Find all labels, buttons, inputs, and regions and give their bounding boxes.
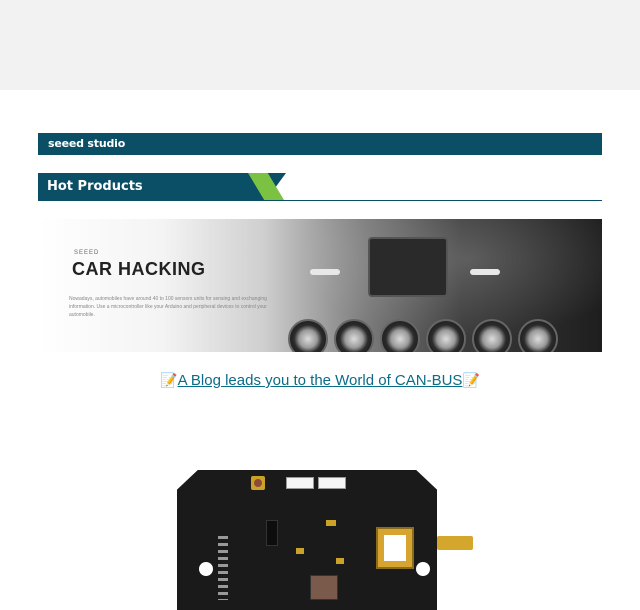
hot-products-title: Hot Products	[47, 179, 143, 194]
seeed-studio-logo: seeed studio	[48, 137, 126, 150]
dashboard-dial	[472, 319, 512, 352]
module-label	[384, 535, 406, 561]
banner-title: CAR HACKING	[72, 259, 206, 279]
mounting-hole	[416, 562, 430, 576]
board-chip	[266, 520, 278, 546]
dashboard-dial	[426, 319, 466, 352]
banner-brand-small: SEEED	[74, 250, 100, 256]
dashboard-dial	[518, 319, 558, 352]
board-pad	[336, 558, 344, 564]
banner-description: Nowadays, automobiles have around 40 to …	[69, 296, 267, 318]
board-antenna-connector	[437, 536, 473, 550]
dashboard-dial	[380, 319, 420, 352]
blog-link-line: 📝A Blog leads you to the World of CAN-BU…	[0, 372, 640, 389]
memo-icon: 📝	[462, 372, 480, 388]
seeed-studio-brand-bar: seeed studio	[38, 133, 602, 155]
dashboard-vent-right	[470, 269, 500, 275]
board-pin-header	[218, 536, 228, 600]
board-pad	[296, 548, 304, 554]
hot-products-header: Hot Products	[38, 173, 602, 201]
dashboard-dial	[334, 319, 374, 352]
board-chip	[310, 575, 338, 600]
dashboard-vent-left	[310, 269, 340, 275]
top-blank-band	[0, 0, 640, 90]
car-hacking-banner[interactable]: SEEED CAR HACKING Nowadays, automobiles …	[38, 219, 602, 352]
memo-icon: 📝	[160, 372, 178, 388]
can-bus-blog-link[interactable]: A Blog leads you to the World of CAN-BUS	[177, 372, 463, 389]
board-reset-button	[251, 476, 265, 490]
hot-products-tab-shape	[38, 173, 286, 200]
mounting-hole	[199, 562, 213, 576]
board-wireless-module	[376, 527, 414, 569]
dashboard-screen	[368, 237, 448, 297]
board-pad	[326, 520, 336, 526]
board-connector	[286, 477, 314, 489]
board-connector	[318, 477, 346, 489]
dashboard-dial	[288, 319, 328, 352]
